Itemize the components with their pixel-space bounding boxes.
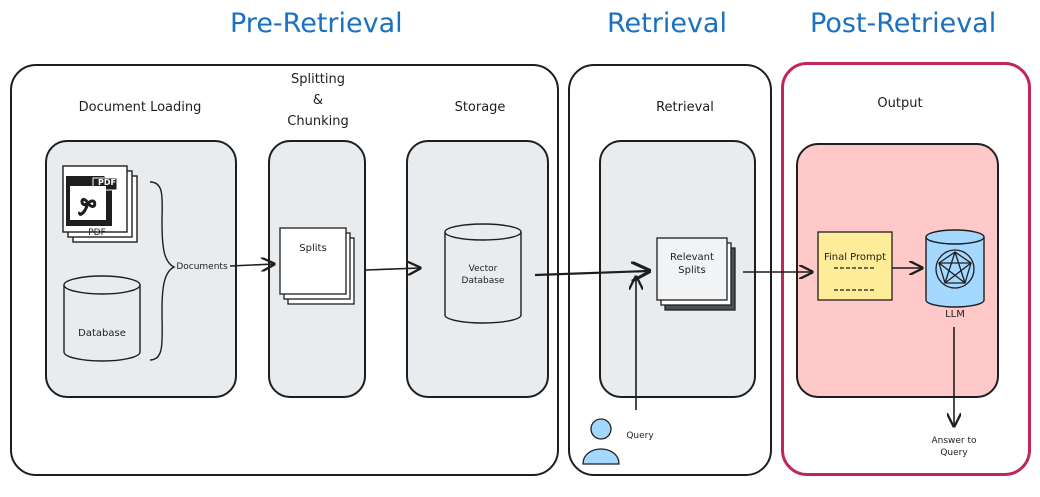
phase-title-pre-retrieval: Pre-Retrieval (230, 8, 403, 39)
brace-icon (149, 181, 176, 361)
stage-label-document-loading: Document Loading (78, 100, 202, 115)
answer-label-2: Query (940, 448, 968, 458)
relevant-splits-label-1: Relevant (670, 252, 714, 263)
pdf-caption: PDF (88, 228, 106, 238)
vector-database-icon (444, 223, 522, 324)
query-label: Query (626, 431, 654, 441)
user-icon (582, 418, 620, 465)
vector-db-label-1: Vector (468, 264, 498, 274)
flow-arrows (229, 264, 954, 426)
stage-label-splitting-3: Chunking (287, 114, 349, 129)
documents-label: Documents (176, 262, 228, 272)
llm-cylinder-icon (925, 229, 985, 308)
database-cylinder-icon (63, 275, 141, 362)
relevant-splits-label-2: Splits (678, 265, 706, 276)
phase-title-retrieval: Retrieval (607, 8, 727, 39)
pdf-badge-label: PDF (98, 178, 116, 187)
stage-label-splitting-2: & (312, 93, 324, 108)
llm-network-icon (935, 249, 975, 289)
final-prompt-note (817, 231, 893, 301)
pdf-file-icon (62, 165, 138, 243)
relevant-splits-stack-icon (656, 237, 736, 311)
answer-label-1: Answer to (931, 436, 977, 446)
splits-stack-icon (279, 227, 355, 305)
stage-label-output: Output (877, 96, 923, 111)
stage-label-splitting-1: Splitting (290, 72, 346, 87)
phase-title-post-retrieval: Post-Retrieval (810, 8, 997, 39)
vector-db-label-2: Database (461, 276, 505, 286)
splits-label: Splits (299, 243, 327, 254)
stage-label-retrieval: Retrieval (656, 100, 714, 115)
llm-label: LLM (945, 309, 965, 320)
final-prompt-label: Final Prompt (823, 252, 887, 263)
database-label: Database (78, 328, 126, 339)
stage-label-storage: Storage (454, 100, 506, 115)
